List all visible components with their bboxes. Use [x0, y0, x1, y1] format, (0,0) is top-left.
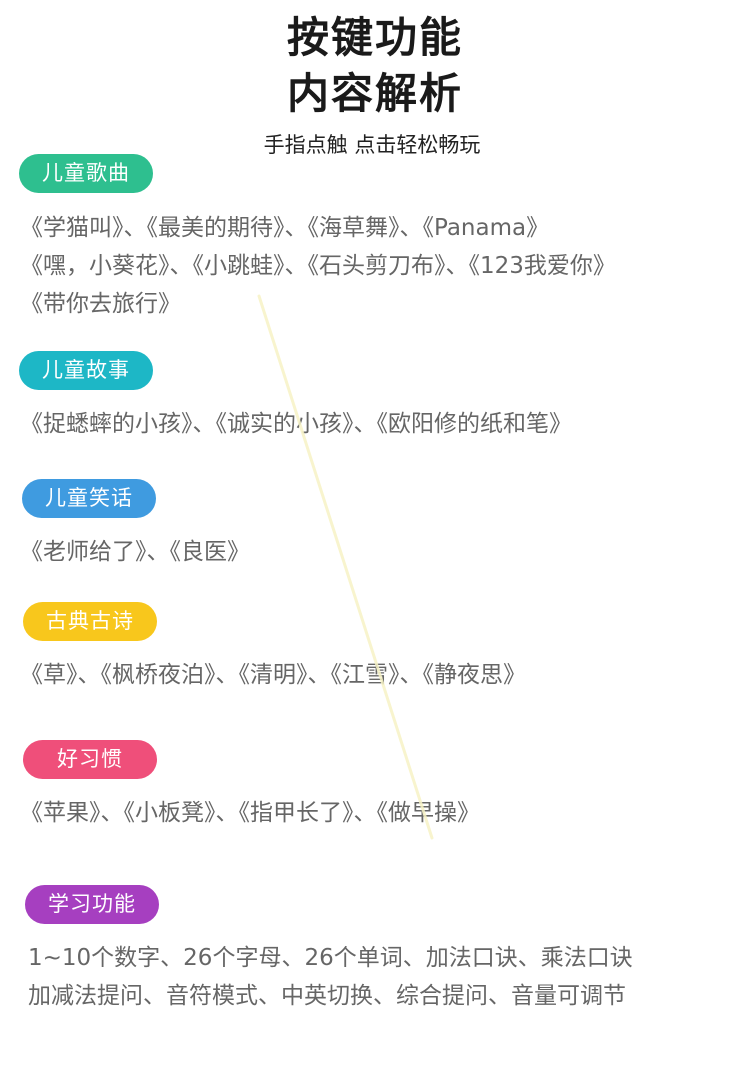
section-badge-children-songs: 儿童歌曲 — [19, 154, 153, 193]
page-title-line-2: 内容解析 — [286, 69, 463, 118]
section-badge-learning-functions: 学习功能 — [25, 885, 159, 924]
classical-poems-line-1: 《草》、《枫桥夜泊》、《清明》、《江雪》、《静夜思》 — [20, 662, 526, 688]
good-habits-line-1: 《苹果》、《小板凳》、《指甲长了》、《做早操》 — [20, 800, 480, 826]
page-subtitle: 手指点触 点击轻松畅玩 — [263, 133, 481, 157]
children-songs-line-3: 《带你去旅行》 — [20, 291, 181, 317]
section-badge-good-habits: 好习惯 — [23, 740, 157, 779]
decorative-sweep-stroke — [257, 294, 434, 840]
children-stories-line-1: 《捉蟋蟀的小孩》、《诚实的小孩》、《欧阳修的纸和笔》 — [20, 411, 572, 437]
children-songs-line-2: 《嘿，小葵花》、《小跳蛙》、《石头剪刀布》、《123我爱你》 — [20, 253, 616, 279]
section-badge-children-stories: 儿童故事 — [19, 351, 153, 390]
children-songs-line-1: 《学猫叫》、《最美的期待》、《海草舞》、《Panama》 — [20, 215, 550, 241]
page-title-line-1: 按键功能 — [286, 13, 463, 62]
children-jokes-line-1: 《老师给了》、《良医》 — [20, 539, 250, 565]
section-badge-classical-poems: 古典古诗 — [23, 602, 157, 641]
section-badge-children-jokes: 儿童笑话 — [22, 479, 156, 518]
learning-functions-line-2: 加减法提问、音符模式、中英切换、综合提问、音量可调节 — [28, 983, 626, 1009]
learning-functions-line-1: 1~10个数字、26个字母、26个单词、加法口诀、乘法口诀 — [28, 945, 633, 971]
